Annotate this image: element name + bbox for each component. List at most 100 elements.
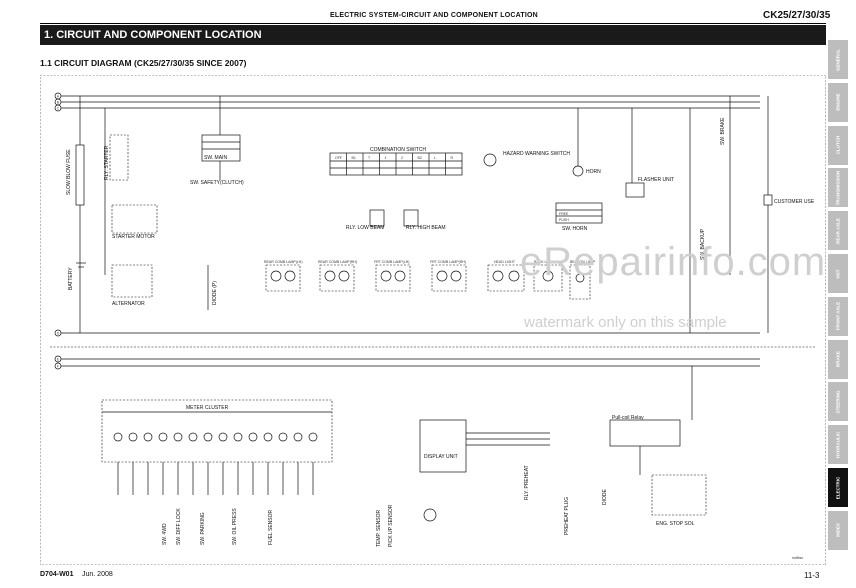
preheat-plug-label: PREHEAT PLUG: [564, 497, 570, 535]
svg-text:FRT COMB LAMP(LH): FRT COMB LAMP(LH): [374, 260, 409, 264]
subsection-title: 1.1 CIRCUIT DIAGRAM (CK25/27/30/35 SINCE…: [40, 58, 247, 68]
pick-up-sensor-label: PICK UP SENSOR: [388, 504, 394, 547]
meter-indicator-lamp: [173, 432, 183, 442]
side-tab-label: ENGINE: [835, 93, 841, 111]
sw-4wd-label: SW. 4WD: [162, 523, 168, 545]
comb-col-off: OFF: [335, 156, 342, 160]
sw-safety-label: SW. SAFETY(CLUTCH): [190, 180, 244, 186]
svg-text:HEAD LIGHT: HEAD LIGHT: [494, 260, 516, 264]
comb-col-l: L: [434, 156, 436, 160]
eng-stop-sol-label: ENG. STOP SOL: [656, 521, 695, 527]
sw-brake-label: SW. BRAKE: [720, 117, 726, 145]
starter-motor-box: [111, 204, 158, 234]
side-tab-label: FRONT AXLE: [835, 302, 841, 331]
watermark-sub: watermark only on this sample: [524, 314, 727, 331]
combination-switch-label: COMBINATION SWITCH: [370, 147, 426, 153]
side-tab-index[interactable]: INDEX: [828, 510, 848, 552]
side-tab-engine[interactable]: ENGINE: [828, 82, 848, 124]
side-tab-general[interactable]: GENERAL: [828, 40, 848, 81]
beacon-lamp: BEACON LAMP: [569, 260, 596, 300]
header-rule: [40, 23, 826, 24]
side-tab-label: CLUTCH: [835, 135, 841, 155]
horn-symbol: [572, 165, 584, 177]
side-tab-clutch[interactable]: CLUTCH: [828, 125, 848, 167]
pull-coil-relay-box: [609, 419, 681, 447]
rly-starter-box: [109, 134, 129, 181]
frt-comb-lamp-rh: FRT COMB LAMP(RH): [430, 260, 467, 292]
header-model: CK25/27/30/35: [763, 10, 831, 21]
side-tab-brake[interactable]: BRAKE: [828, 339, 848, 381]
footer-page: 11-3: [804, 571, 820, 580]
svg-text:BEACON LAMP: BEACON LAMP: [570, 260, 596, 264]
side-tab-label: HYDRAULIC: [835, 431, 841, 458]
sw-main-label: SW. MAIN: [204, 155, 227, 161]
hazard-switch-symbol: [483, 153, 497, 167]
side-tab-label: GENERAL: [835, 48, 841, 71]
slow-blow-fuse-label: SLOW BLOW FUSE: [66, 149, 72, 195]
meter-indicator-lamp: [143, 432, 153, 442]
starter-motor-label: STARTER MOTOR: [112, 234, 155, 240]
footer-code: D704-W01: [40, 571, 74, 578]
back-up-lamp: BACK UP LAMP: [533, 260, 563, 292]
meter-indicator-lamp: [248, 432, 258, 442]
comb-col-t: T: [368, 156, 371, 160]
meter-indicator-lamp: [278, 432, 288, 442]
meter-indicator-lamp: [308, 432, 318, 442]
side-tab-label: ELECTRIC: [835, 476, 841, 499]
header-title: ELECTRIC SYSTEM-CIRCUIT AND COMPONENT LO…: [330, 12, 538, 19]
sw-parking-label: SW. PARKING: [200, 512, 206, 545]
section-title: 1. CIRCUIT AND COMPONENT LOCATION: [44, 29, 262, 41]
comb-col-r: R: [451, 156, 454, 160]
side-tab-rear-axle[interactable]: REAR AXLE: [828, 211, 848, 253]
side-tab-hydraulic[interactable]: HYDRAULIC: [828, 425, 848, 467]
terminal-e: [54, 355, 62, 363]
battery-label: BATTERY: [68, 267, 74, 290]
flasher-unit-box: [625, 182, 645, 198]
side-tab-label: TRANSMISSION: [835, 170, 841, 206]
sw-horn-col-push: PUSH: [559, 218, 569, 222]
rly-high-beam-label: RLY. HIGH BEAM: [406, 225, 446, 231]
side-tab-transmission[interactable]: TRANSMISSION: [828, 168, 848, 210]
fuel-sensor-label: FUEL SENSOR: [268, 510, 274, 545]
side-tab-label: REAR AXLE: [835, 217, 841, 244]
side-tab-label: STEERING: [835, 390, 841, 414]
meter-indicator-lamp: [188, 432, 198, 442]
meter-indicator-lamp: [233, 432, 243, 442]
temp-sensor-label: TEMP. SENSOR: [376, 509, 382, 547]
customer-use-label: CUSTOMER USE: [774, 199, 815, 205]
circuit-diagram: SLOW BLOW FUSE RLY. STARTER STARTER MOTO…: [40, 75, 826, 565]
svg-text:BACK UP LAMP: BACK UP LAMP: [534, 260, 560, 264]
rear-comb-lamp-lh: REAR COMB LAMP(LH): [264, 260, 303, 292]
terminal-label: A: [57, 94, 60, 98]
alternator-box: [111, 264, 153, 298]
pull-coil-relay-label: Pull-coil Relay: [612, 415, 644, 421]
sw-horn-col-free: FREE: [559, 212, 569, 216]
sw-horn-table: [555, 202, 603, 224]
footer-date: Jun. 2008: [82, 571, 113, 578]
side-tab-hst[interactable]: HST: [828, 254, 848, 295]
rly-high-beam-box: [403, 209, 419, 227]
flasher-unit-label: FLASHER UNIT: [638, 177, 674, 183]
comb-col-b2: B2: [418, 156, 422, 160]
side-tab-front-axle[interactable]: FRONT AXLE: [828, 296, 848, 338]
section-bar: [40, 25, 826, 45]
watermark-main: eRepairinfo.com: [520, 240, 827, 284]
horn-label: HORN: [586, 169, 601, 175]
meter-cluster-indicators: [113, 432, 318, 495]
meter-cluster-label: METER CLUSTER: [186, 405, 229, 411]
meter-indicator-lamp: [203, 432, 213, 442]
comb-col-b1: B1: [352, 156, 356, 160]
side-tab-electric[interactable]: ELECTRIC: [828, 468, 848, 509]
terminal-d: [54, 329, 62, 337]
rly-low-beam-box: [369, 209, 385, 227]
sw-backup-label: SW. BACKUP: [700, 228, 706, 260]
display-unit-label: DISPLAY UNIT: [424, 454, 458, 460]
slow-blow-fuse-symbol: [75, 144, 85, 206]
side-tab-steering[interactable]: STEERING: [828, 382, 848, 424]
terminal-label: D: [57, 331, 60, 335]
sw-main-box: [201, 134, 241, 162]
side-tabs: GENERAL ENGINE CLUTCH TRANSMISSION REAR AXLE…: [828, 40, 848, 554]
meter-indicator-lamp: [218, 432, 228, 442]
terminal-label: F: [57, 364, 59, 368]
